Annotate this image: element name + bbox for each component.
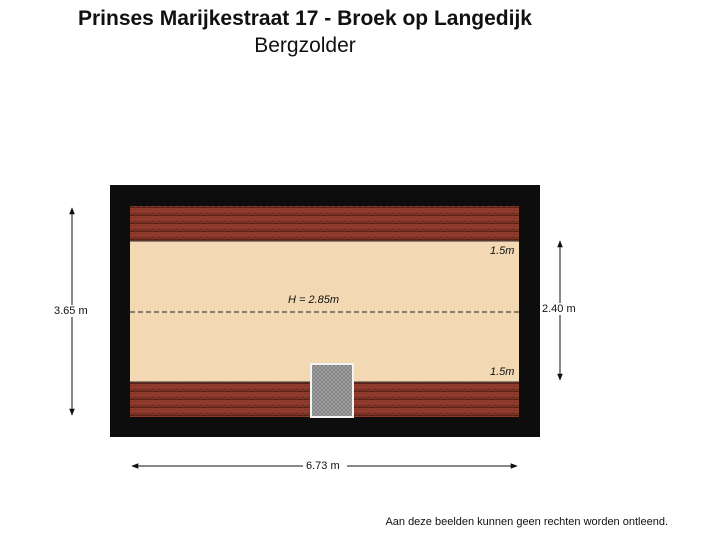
slope-bottom-height-label: 1.5m: [490, 366, 515, 378]
left-height-label: 3.65 m: [54, 305, 88, 317]
bottom-width-label: 6.73 m: [306, 460, 340, 472]
roof-slope-top: [130, 206, 519, 241]
floor-title: Bergzolder: [254, 34, 356, 57]
address-title: Prinses Marijkestraat 17 - Broek op Lang…: [77, 7, 532, 30]
ridge-height-label: H = 2.85m: [288, 294, 340, 306]
disclaimer-text: Aan deze beelden kunnen geen rechten wor…: [385, 516, 668, 528]
right-height-label: 2.40 m: [542, 303, 576, 315]
roof-hatch: [310, 363, 354, 418]
slope-top-height-label: 1.5m: [490, 245, 515, 257]
